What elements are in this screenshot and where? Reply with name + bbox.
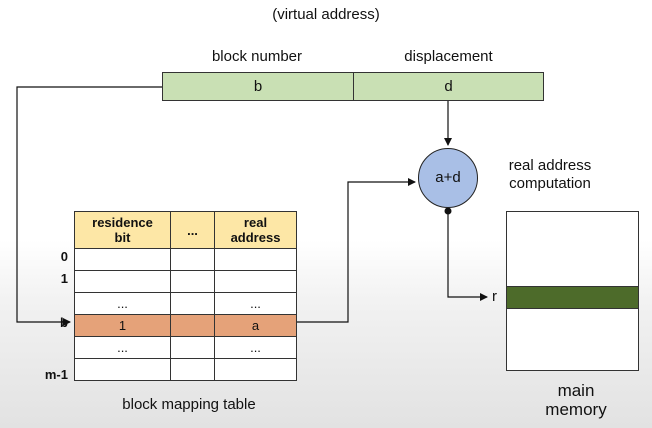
residence-cell: ... [74, 292, 171, 315]
middle-cell [170, 292, 215, 315]
real-address-cell: a [214, 314, 297, 337]
real-address-wire [295, 178, 416, 323]
real-address-cell [214, 358, 297, 381]
real-address-cell [214, 270, 297, 293]
middle-cell [170, 358, 215, 381]
table-row: ... ... [74, 292, 297, 315]
residence-header-line1: residence [92, 215, 153, 230]
table-row [74, 248, 297, 271]
block-mapping-table: residence bit ... real address ... ... 1… [74, 211, 297, 381]
real-header-line2: address [230, 230, 281, 245]
table-row: ... ... [74, 336, 297, 359]
table-row [74, 270, 297, 293]
memory-pointer-label: r [492, 288, 497, 305]
main-memory-block [506, 211, 639, 371]
memory-caption: main memory [506, 381, 646, 419]
real-address-header: real address [214, 211, 297, 249]
residence-header-line2: bit [114, 230, 131, 245]
middle-cell [170, 314, 215, 337]
adder-caption: real address computation [490, 157, 610, 193]
memory-caption-line2: memory [545, 400, 607, 419]
residence-cell [74, 248, 171, 271]
middle-cell [170, 336, 215, 359]
residence-cell: 1 [74, 314, 171, 337]
middle-cell [170, 270, 215, 293]
row-label-1: 1 [60, 271, 68, 286]
real-address-cell: ... [214, 292, 297, 315]
table-caption: block mapping table [122, 396, 256, 413]
real-address-cell [214, 248, 297, 271]
displacement-field: d [353, 72, 544, 101]
residence-bit-header: residence bit [74, 211, 171, 249]
table-header-row: residence bit ... real address [74, 211, 297, 249]
residence-cell [74, 358, 171, 381]
row-label-m-1: m-1 [44, 367, 68, 382]
middle-cell [170, 248, 215, 271]
real-address-cell: ... [214, 336, 297, 359]
displacement-label: displacement [404, 48, 493, 65]
adder-circle: a+d [418, 148, 478, 208]
adder-output-dot [444, 207, 452, 215]
row-label-b: b [60, 315, 68, 330]
block-number-label: block number [211, 48, 303, 65]
real-address-output-wire [447, 211, 488, 301]
table-row-b: 1 a [74, 314, 297, 337]
block-number-wire [16, 86, 199, 326]
memory-caption-line1: main [557, 381, 595, 400]
diagram-title: (virtual address) [272, 6, 380, 23]
real-header-line1: real [243, 215, 268, 230]
block-number-field: b [162, 72, 354, 101]
middle-header: ... [170, 211, 215, 249]
residence-cell [74, 270, 171, 293]
adder-caption-line2: computation [509, 175, 591, 192]
row-label-0: 0 [60, 249, 68, 264]
adder-caption-line1: real address [508, 157, 592, 174]
table-row [74, 358, 297, 381]
memory-frame-r [507, 286, 638, 309]
residence-cell: ... [74, 336, 171, 359]
